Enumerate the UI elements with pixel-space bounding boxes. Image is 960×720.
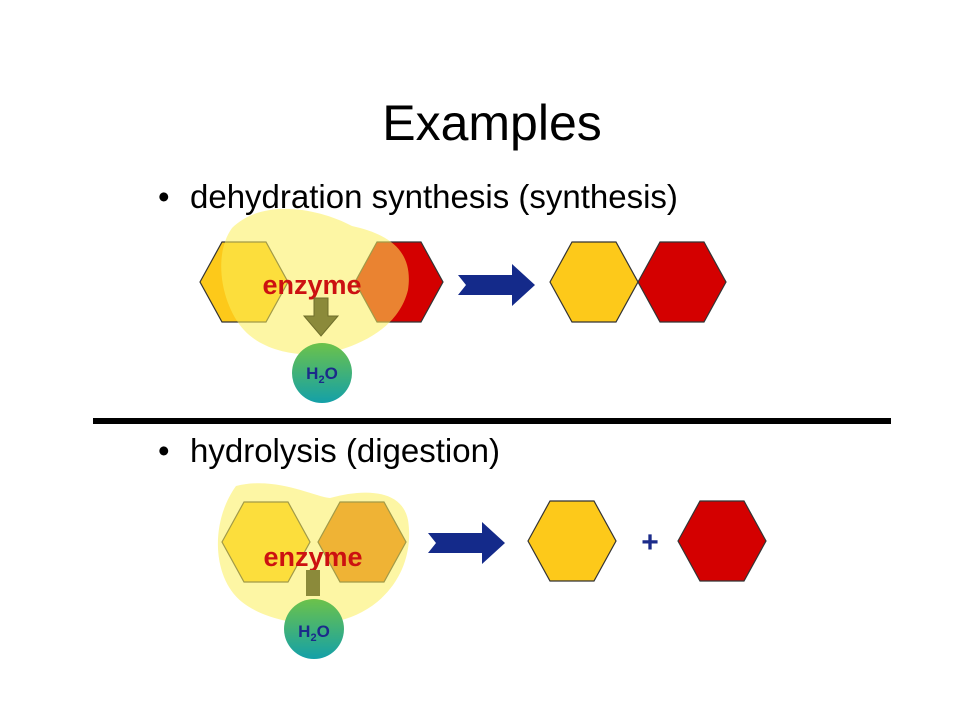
product-glucose-hexagon (549, 241, 639, 323)
water-molecule: H2O (284, 599, 344, 659)
enzyme-blob (217, 483, 410, 624)
drip-arrow (306, 570, 320, 596)
bullet-marker: • (158, 432, 170, 469)
section-divider (93, 418, 891, 424)
hydrolysis-section: • hydrolysis (digestion) enzyme H2O + (158, 432, 767, 659)
product-fructose-hexagon (637, 241, 727, 323)
water-formula: H2O (298, 622, 330, 644)
water-molecule: H2O (292, 343, 352, 403)
synthesis-section: • dehydration synthesis (synthesis) enzy… (158, 178, 727, 403)
product-glucose-hexagon (527, 500, 617, 582)
synthesis-bullet-text: dehydration synthesis (synthesis) (190, 178, 678, 215)
drip-arrow (302, 297, 340, 337)
plus-sign: + (641, 526, 659, 559)
hydrolysis-bullet-text: hydrolysis (digestion) (190, 432, 500, 469)
water-formula: H2O (306, 364, 338, 386)
reaction-arrow (458, 264, 535, 306)
enzyme-blob (221, 208, 409, 355)
enzyme-label: enzyme (263, 542, 362, 572)
enzyme-label: enzyme (262, 270, 361, 300)
slide-title: Examples (382, 95, 602, 151)
reaction-arrow (428, 522, 505, 564)
product-fructose-hexagon (677, 500, 767, 582)
bullet-marker: • (158, 178, 170, 215)
